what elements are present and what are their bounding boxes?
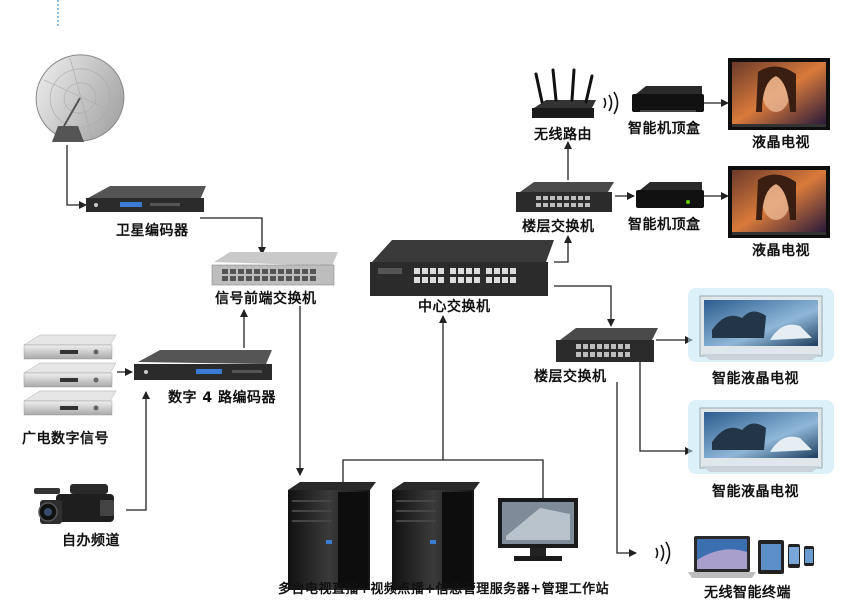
lcd-tv-bottom-label: 液晶电视 bbox=[752, 243, 810, 259]
smart-lcd-tv-icon bbox=[688, 288, 834, 362]
smart-lcd-tv-icon bbox=[688, 400, 834, 474]
satellite-encoder-icon bbox=[86, 186, 206, 212]
lcd-tv-icon bbox=[728, 58, 830, 130]
wireless-router-label: 无线路由 bbox=[534, 127, 592, 143]
floor-switch-icon bbox=[516, 182, 614, 212]
signal-frontend-switch-label: 信号前端交换机 bbox=[215, 291, 317, 307]
floor-switch-icon bbox=[556, 328, 658, 362]
lcd-tv-top-label: 液晶电视 bbox=[752, 135, 810, 151]
wifi-signal-icon bbox=[603, 91, 619, 115]
lcd-tv-icon bbox=[728, 166, 830, 238]
central-switch-label: 中心交换机 bbox=[418, 299, 491, 315]
satellite-dish-icon bbox=[35, 54, 125, 142]
satellite-encoder-label: 卫星编码器 bbox=[116, 223, 189, 239]
laptop-icon bbox=[688, 536, 756, 578]
wireless-router-icon bbox=[532, 68, 596, 118]
tablet-icon bbox=[758, 540, 784, 574]
digital-4ch-encoder-label: 数字 4 路编码器 bbox=[168, 390, 276, 406]
set-top-box-icon bbox=[632, 86, 704, 112]
wifi-signal-icon bbox=[655, 541, 671, 565]
camcorder-icon bbox=[34, 484, 114, 524]
smart-lcd-tv-2-label: 智能液晶电视 bbox=[712, 484, 799, 500]
workstation-monitor-icon bbox=[498, 498, 578, 561]
digital-4ch-encoder-icon bbox=[134, 350, 272, 380]
broadcast-digital-signal-label: 广电数字信号 bbox=[22, 431, 109, 447]
wireless-terminals-label: 无线智能终端 bbox=[704, 585, 791, 601]
smart-lcd-tv-1-label: 智能液晶电视 bbox=[712, 371, 799, 387]
floor-switch-bottom-label: 楼层交换机 bbox=[534, 369, 607, 385]
servers-label: 多台电视直播+视频点播+信息管理服务器+管理工作站 bbox=[278, 582, 610, 597]
self-run-channel-label: 自办频道 bbox=[62, 533, 120, 549]
connections bbox=[66, 99, 729, 557]
central-switch-icon bbox=[370, 240, 554, 296]
stb-top-label: 智能机顶盒 bbox=[628, 121, 701, 137]
server-tower-icon bbox=[392, 482, 480, 590]
smartphone-icon bbox=[788, 544, 814, 568]
server-tower-icon bbox=[288, 482, 376, 590]
signal-frontend-switch-icon bbox=[211, 252, 338, 286]
dvb-receiver-icon bbox=[23, 334, 117, 416]
stb-bottom-label: 智能机顶盒 bbox=[628, 217, 701, 233]
floor-switch-top-label: 楼层交换机 bbox=[522, 219, 595, 235]
set-top-box-icon bbox=[636, 182, 704, 208]
